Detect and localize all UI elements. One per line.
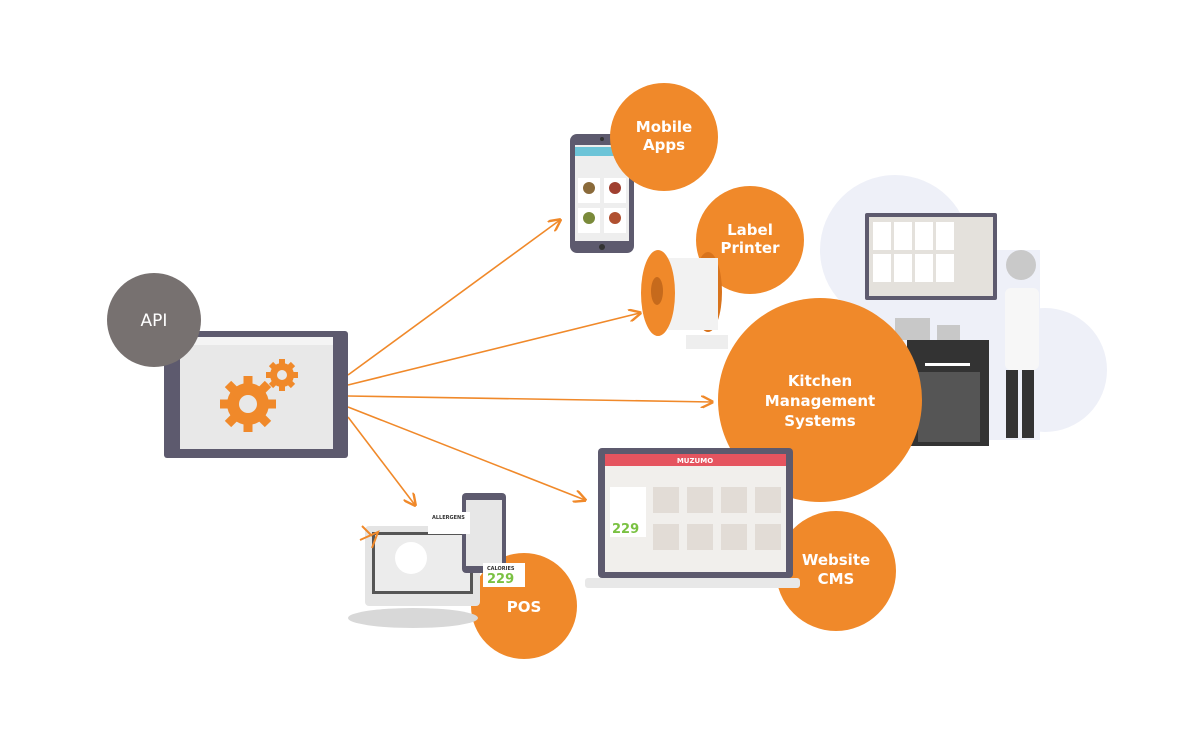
- arrow-to-kitchen: [347, 395, 712, 402]
- pos-calories-label: CALORIES: [487, 566, 515, 572]
- pos-allergens-label: ALLERGENS: [432, 515, 465, 521]
- website-calories: 229: [612, 522, 639, 537]
- label-printer-label-line2: Printer: [721, 239, 781, 257]
- pos-calories-value: 229: [487, 572, 514, 587]
- api-label: API: [141, 311, 168, 331]
- website-brand: MUZUMO: [677, 457, 713, 465]
- connection-arrows: [347, 220, 712, 505]
- mobile-apps-node: Mobile Apps: [610, 83, 718, 191]
- pos-illustration: ALLERGENS CALORIES 229: [348, 493, 525, 628]
- kitchen-label-line3: Systems: [784, 412, 855, 430]
- kitchen-illustration: [865, 213, 1039, 446]
- mobile-apps-label-line1: Mobile: [636, 118, 692, 136]
- label-printer-label-line1: Label: [727, 221, 773, 239]
- website-label-line1: Website: [802, 551, 870, 569]
- label-printer-node: Label Printer: [696, 186, 804, 294]
- gears-icon: [220, 359, 298, 432]
- arrow-to-printer: [347, 313, 640, 386]
- arrow-to-pos: [347, 416, 415, 505]
- cursor-icon: [359, 525, 380, 549]
- api-tablet: [164, 331, 348, 458]
- kitchen-label-line1: Kitchen: [788, 372, 852, 390]
- kitchen-label-line2: Management: [765, 392, 875, 410]
- api-badge: API: [107, 273, 201, 367]
- pos-label: POS: [507, 598, 542, 616]
- arrow-to-mobile: [347, 220, 560, 376]
- mobile-apps-label-line2: Apps: [643, 136, 685, 154]
- label-roll-illustration: [641, 250, 728, 349]
- website-node: Website CMS: [776, 511, 896, 631]
- laptop-illustration: MUZUMO 229: [585, 448, 800, 588]
- website-label-line2: CMS: [818, 570, 855, 588]
- arrow-to-website: [347, 406, 585, 500]
